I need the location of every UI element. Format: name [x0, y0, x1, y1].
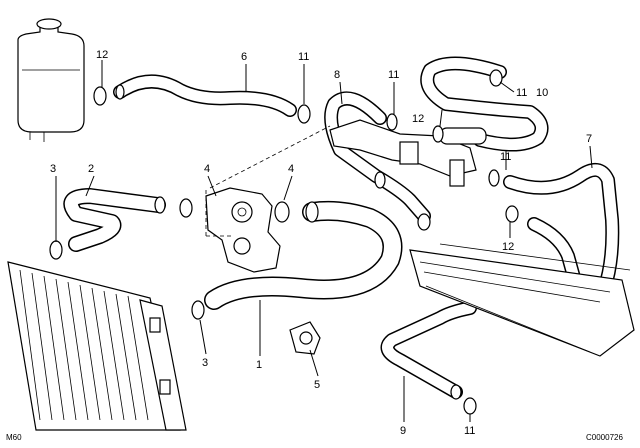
callout-11d: 11 [500, 151, 511, 163]
expansion-tank [17, 18, 85, 142]
callout-1: 1 [256, 359, 262, 371]
callout-4a: 4 [204, 163, 210, 175]
callout-12c: 12 [502, 241, 514, 253]
hose-6 [113, 74, 297, 117]
callout-3b: 3 [202, 357, 208, 369]
callout-3a: 3 [50, 163, 56, 175]
hose-10 [420, 56, 549, 152]
callout-11e: 11 [464, 425, 475, 437]
bracket-5 [289, 321, 321, 355]
hose-lower-right [527, 217, 585, 299]
callout-11a: 11 [298, 51, 309, 63]
hose-9 [380, 301, 477, 400]
callout-10: 10 [536, 87, 548, 99]
callout-12a: 12 [96, 49, 108, 61]
model-label: M60 [6, 433, 22, 442]
callout-2: 2 [88, 163, 94, 175]
diagram-code: C0000726 [586, 433, 623, 442]
callout-11b: 11 [388, 69, 399, 81]
callout-8: 8 [334, 69, 340, 81]
callout-7: 7 [586, 133, 592, 145]
leader-lines [55, 60, 593, 422]
callout-5: 5 [314, 379, 320, 391]
hose-2 [63, 188, 166, 252]
engine-block [409, 243, 635, 357]
callout-labels: 12 6 11 8 11 11 10 12 7 11 3 2 4 4 12 3 … [50, 49, 592, 437]
callout-9: 9 [400, 425, 406, 437]
radiator [7, 261, 187, 431]
callout-12b: 12 [412, 113, 424, 125]
hose-1 [204, 200, 403, 310]
callout-11c: 11 [516, 87, 527, 99]
hose-7 [503, 163, 620, 297]
callout-6: 6 [241, 51, 247, 63]
callout-4b: 4 [288, 163, 294, 175]
clamps [49, 69, 519, 415]
water-pump [205, 187, 281, 273]
